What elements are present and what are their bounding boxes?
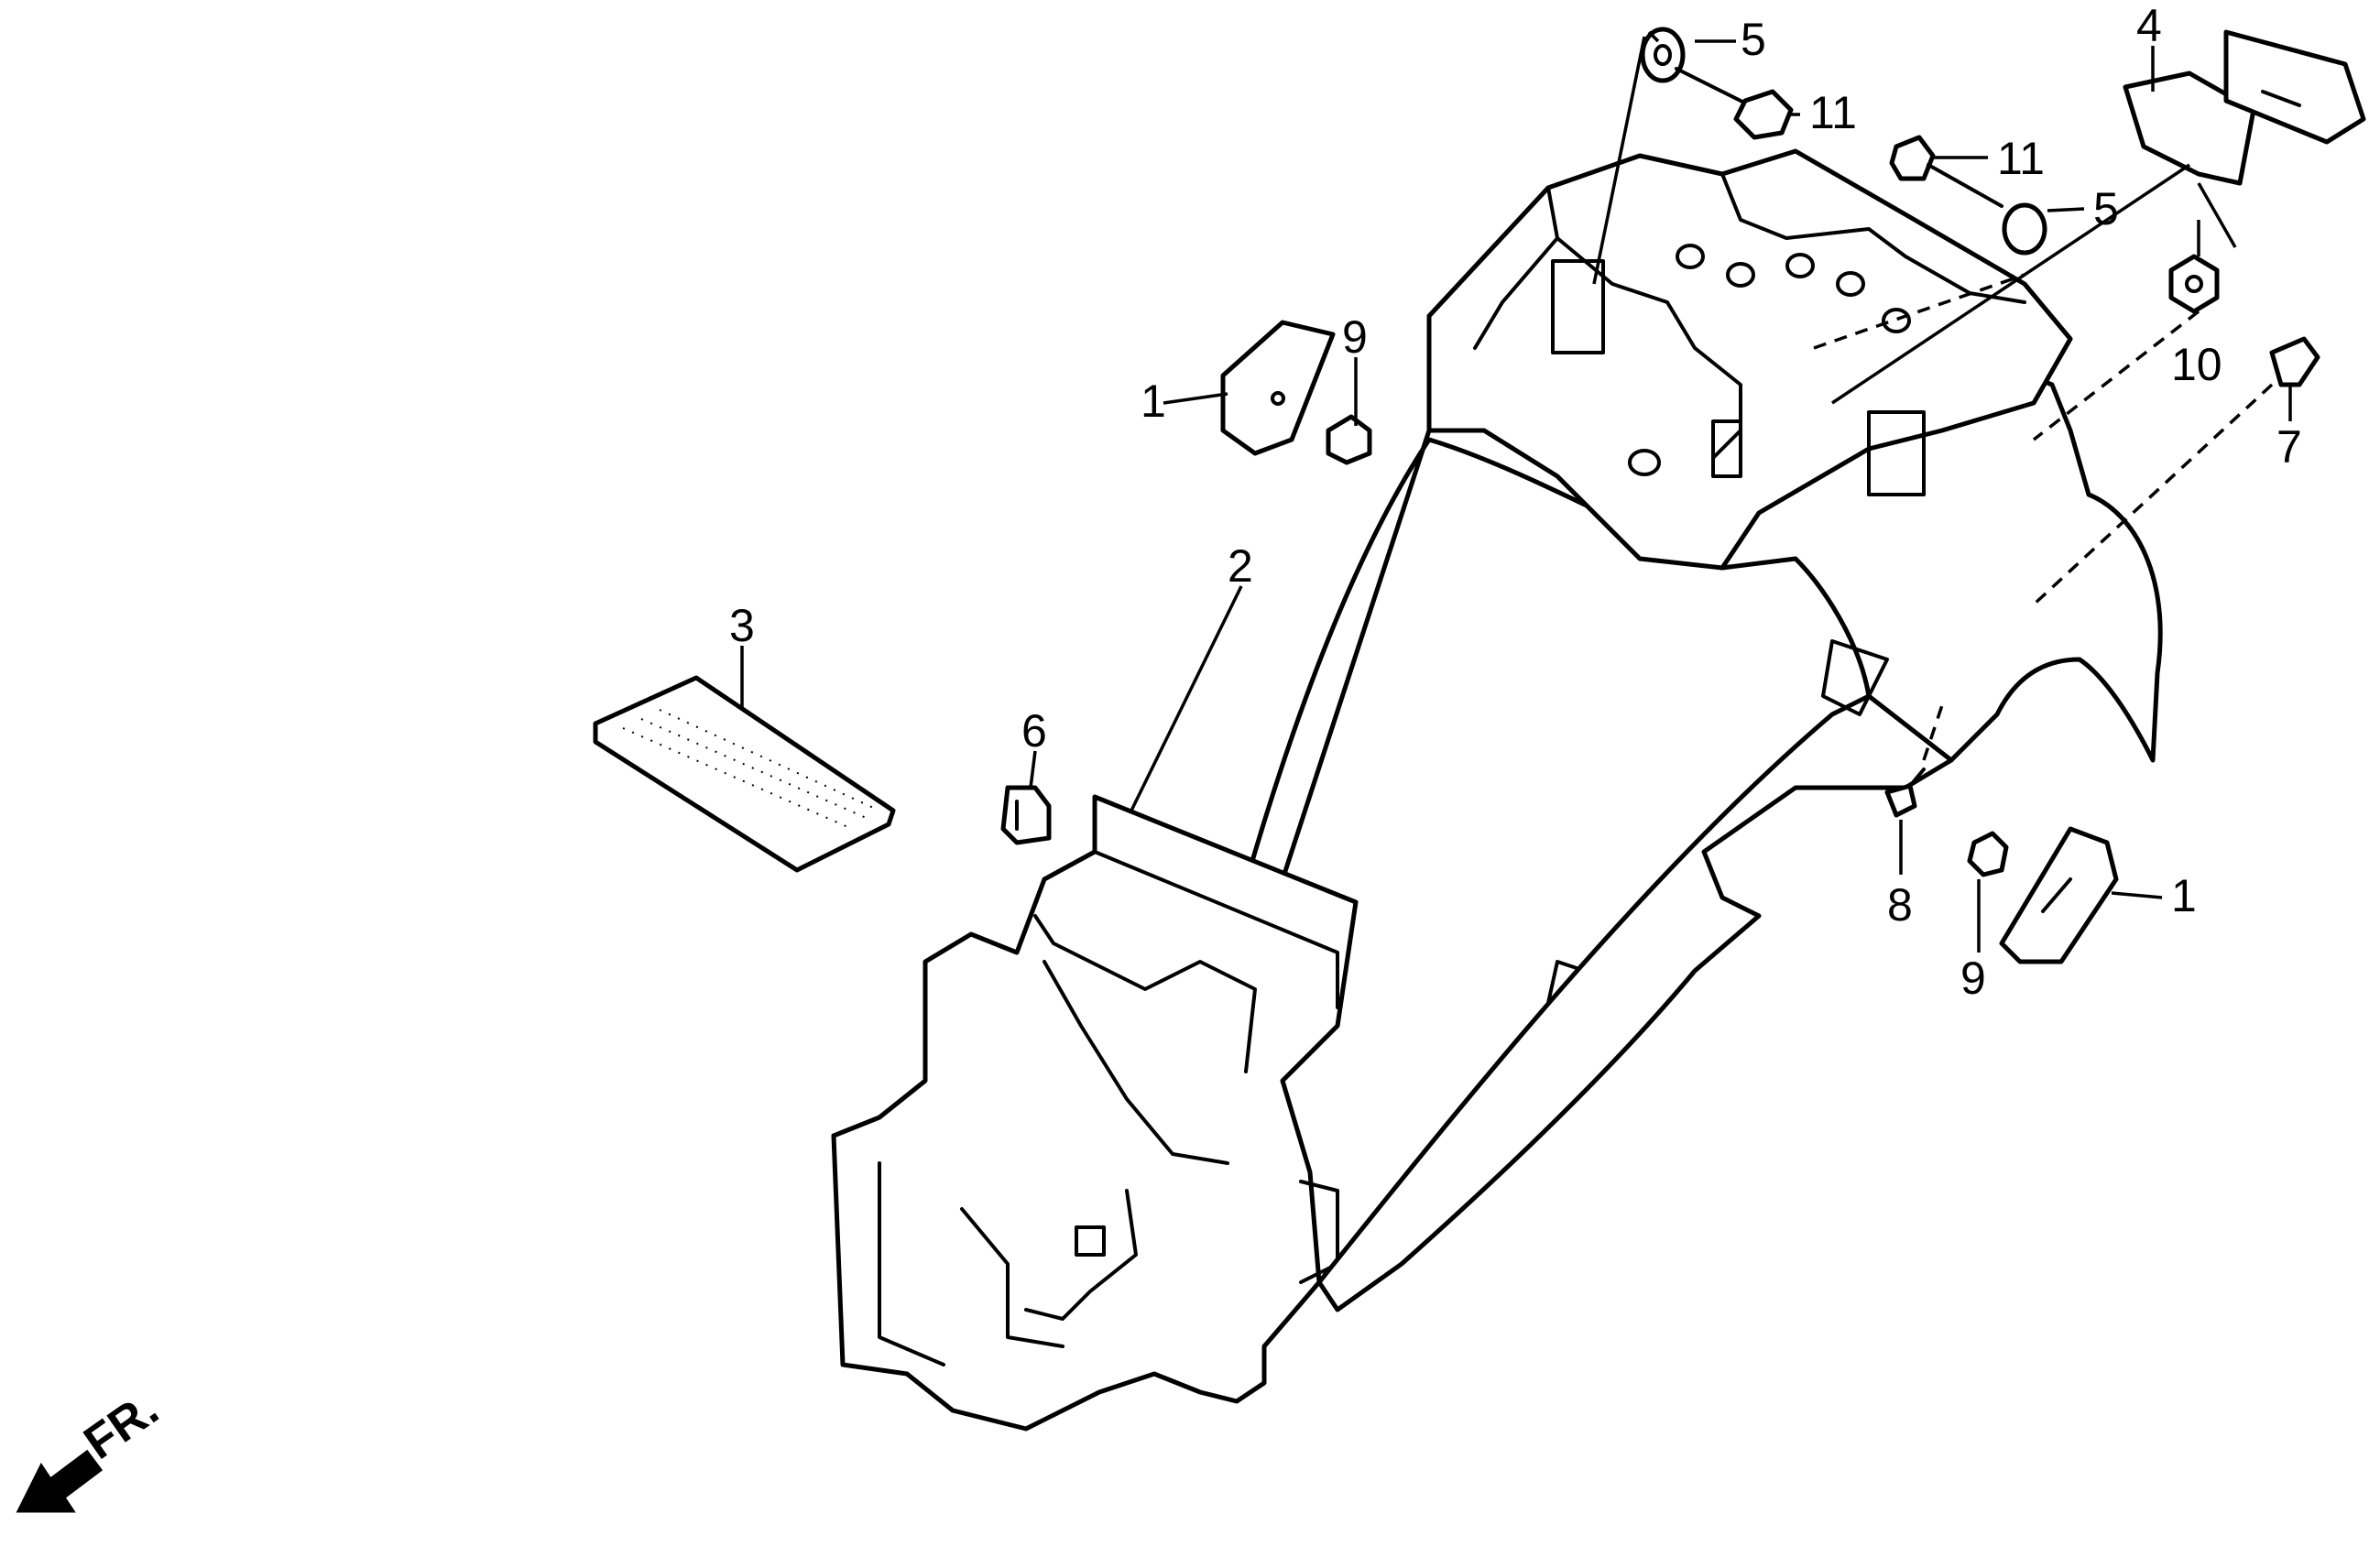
- reflector-right: [1999, 826, 2119, 964]
- front-direction-arrow-icon: [16, 1449, 104, 1513]
- reflector-left: [1220, 320, 1336, 456]
- callout-2: 2: [1228, 540, 1253, 592]
- callout-1-left: 1: [1141, 376, 1166, 427]
- callout-5-mid: 5: [2093, 183, 2119, 234]
- callout-10: 10: [2171, 339, 2222, 390]
- mount-bracket-4: [2123, 29, 2366, 186]
- clip-6: [1000, 785, 1052, 845]
- callout-labels: 1 1 2 3 4 5 5 6 7 8 9 9 10 11 11: [729, 0, 2302, 1004]
- seal-pad: [593, 675, 896, 873]
- callout-8: 8: [1887, 879, 1913, 931]
- nut-right: [1967, 831, 2009, 877]
- leader-lines: [740, 30, 2292, 953]
- bolt-washer-top: [1640, 27, 1794, 140]
- dashed-alignment-lines: [1813, 273, 2274, 761]
- callout-11-mid: 11: [1997, 133, 2045, 184]
- callout-6: 6: [1021, 705, 1047, 757]
- nut-10: [2168, 254, 2220, 314]
- callout-11-top: 11: [1809, 87, 1857, 138]
- callout-1-right: 1: [2171, 870, 2197, 921]
- nut-left: [1326, 414, 1372, 465]
- bolt-washer-mid: [1889, 135, 2047, 256]
- callout-9-right: 9: [1960, 953, 1986, 1004]
- front-direction-indicator: FR.: [16, 1382, 168, 1513]
- grommet-7: [2269, 336, 2320, 387]
- callout-7: 7: [2276, 421, 2302, 473]
- callout-9-left: 9: [1342, 311, 1368, 363]
- bolt-8: [1884, 768, 1926, 818]
- callout-4: 4: [2136, 0, 2162, 51]
- callout-3: 3: [729, 600, 755, 651]
- callout-5-top: 5: [1741, 14, 1766, 65]
- rear-fender-body: [831, 148, 2163, 1432]
